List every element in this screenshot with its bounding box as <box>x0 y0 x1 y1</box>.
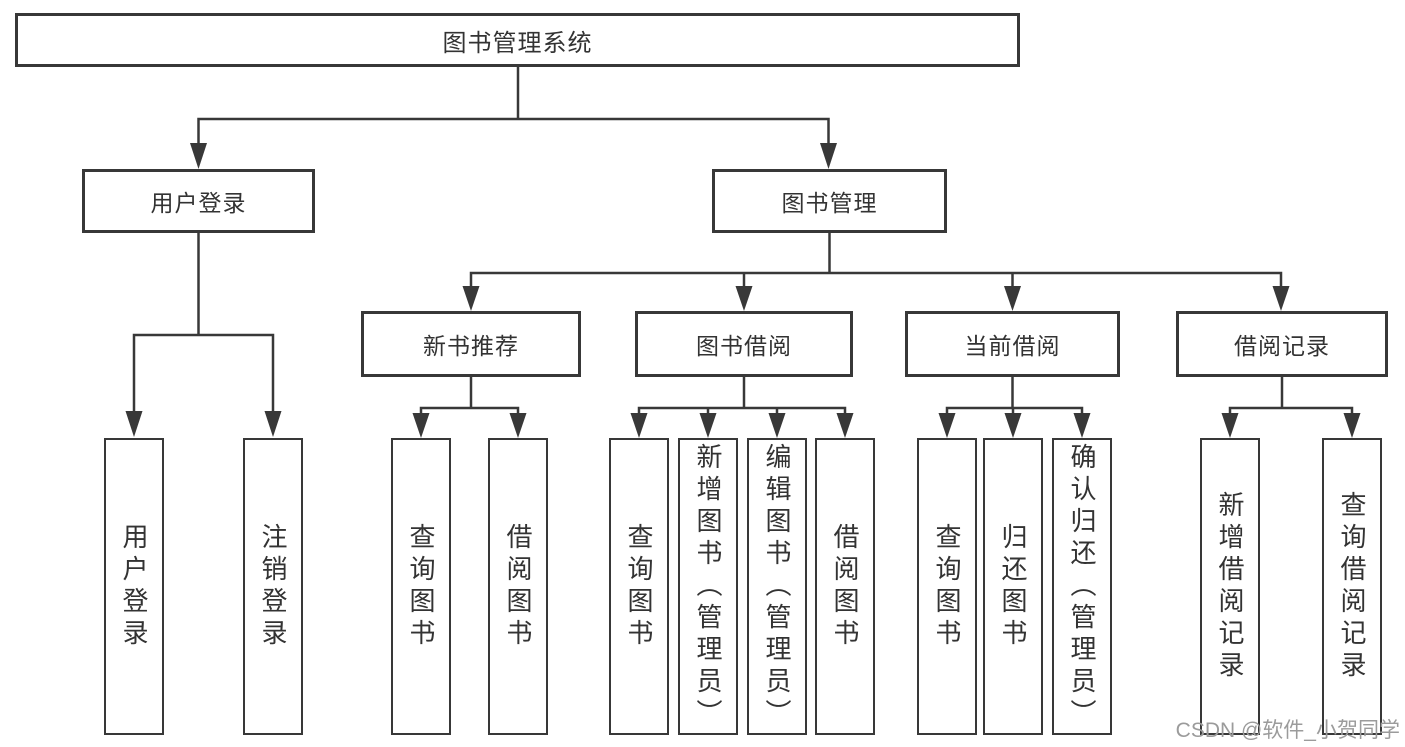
node-label: 新书推荐 <box>423 333 519 359</box>
node-borrowing-records: 借阅记录 <box>1176 311 1388 377</box>
leaf-return-books: 归还图书 <box>983 438 1043 735</box>
leaf-label: 新增借阅记录 <box>1215 490 1245 683</box>
leaf-add-borrowing-record: 新增借阅记录 <box>1200 438 1260 735</box>
node-label: 用户登录 <box>150 190 247 216</box>
leaf-label: 查询借阅记录 <box>1337 490 1367 683</box>
node-label: 图书管理系统 <box>442 29 593 57</box>
leaf-label: 查询图书 <box>406 522 436 651</box>
watermark: CSDN @软件_小贺同学 <box>1175 719 1400 742</box>
node-label: 借阅记录 <box>1234 333 1330 359</box>
leaf-label: 查询图书 <box>932 522 962 651</box>
leaf-label: 新增图书（管理员） <box>693 442 723 731</box>
leaf-user-login: 用户登录 <box>104 438 164 735</box>
leaf-logout-login: 注销登录 <box>243 438 303 735</box>
node-book-management: 图书管理 <box>712 169 947 233</box>
leaf-borrow-books-borrowing: 借阅图书 <box>815 438 875 735</box>
leaf-label: 注销登录 <box>258 522 288 651</box>
leaf-query-books-current: 查询图书 <box>917 438 977 735</box>
leaf-label: 确认归还（管理员） <box>1067 442 1097 731</box>
node-label: 图书管理 <box>781 190 878 216</box>
leaf-label: 归还图书 <box>998 522 1028 651</box>
leaf-label: 编辑图书（管理员） <box>762 442 792 731</box>
leaf-query-books-recommend: 查询图书 <box>391 438 451 735</box>
leaf-borrow-books-recommend: 借阅图书 <box>488 438 548 735</box>
leaf-edit-book-admin: 编辑图书（管理员） <box>747 438 807 735</box>
leaf-label: 用户登录 <box>119 522 149 651</box>
node-new-book-recommendation: 新书推荐 <box>361 311 581 377</box>
leaf-query-books-borrowing: 查询图书 <box>609 438 669 735</box>
node-root: 图书管理系统 <box>15 13 1020 67</box>
node-user-login: 用户登录 <box>82 169 315 233</box>
leaf-confirm-return-admin: 确认归还（管理员） <box>1052 438 1112 735</box>
leaf-add-book-admin: 新增图书（管理员） <box>678 438 738 735</box>
node-book-borrowing: 图书借阅 <box>635 311 853 377</box>
leaf-query-borrowing-record: 查询借阅记录 <box>1322 438 1382 735</box>
node-current-borrowing: 当前借阅 <box>905 311 1120 377</box>
node-label: 当前借阅 <box>964 333 1061 359</box>
leaf-label: 借阅图书 <box>830 522 860 651</box>
node-label: 图书借阅 <box>696 333 792 359</box>
leaf-label: 借阅图书 <box>503 522 533 651</box>
leaf-label: 查询图书 <box>624 522 654 651</box>
